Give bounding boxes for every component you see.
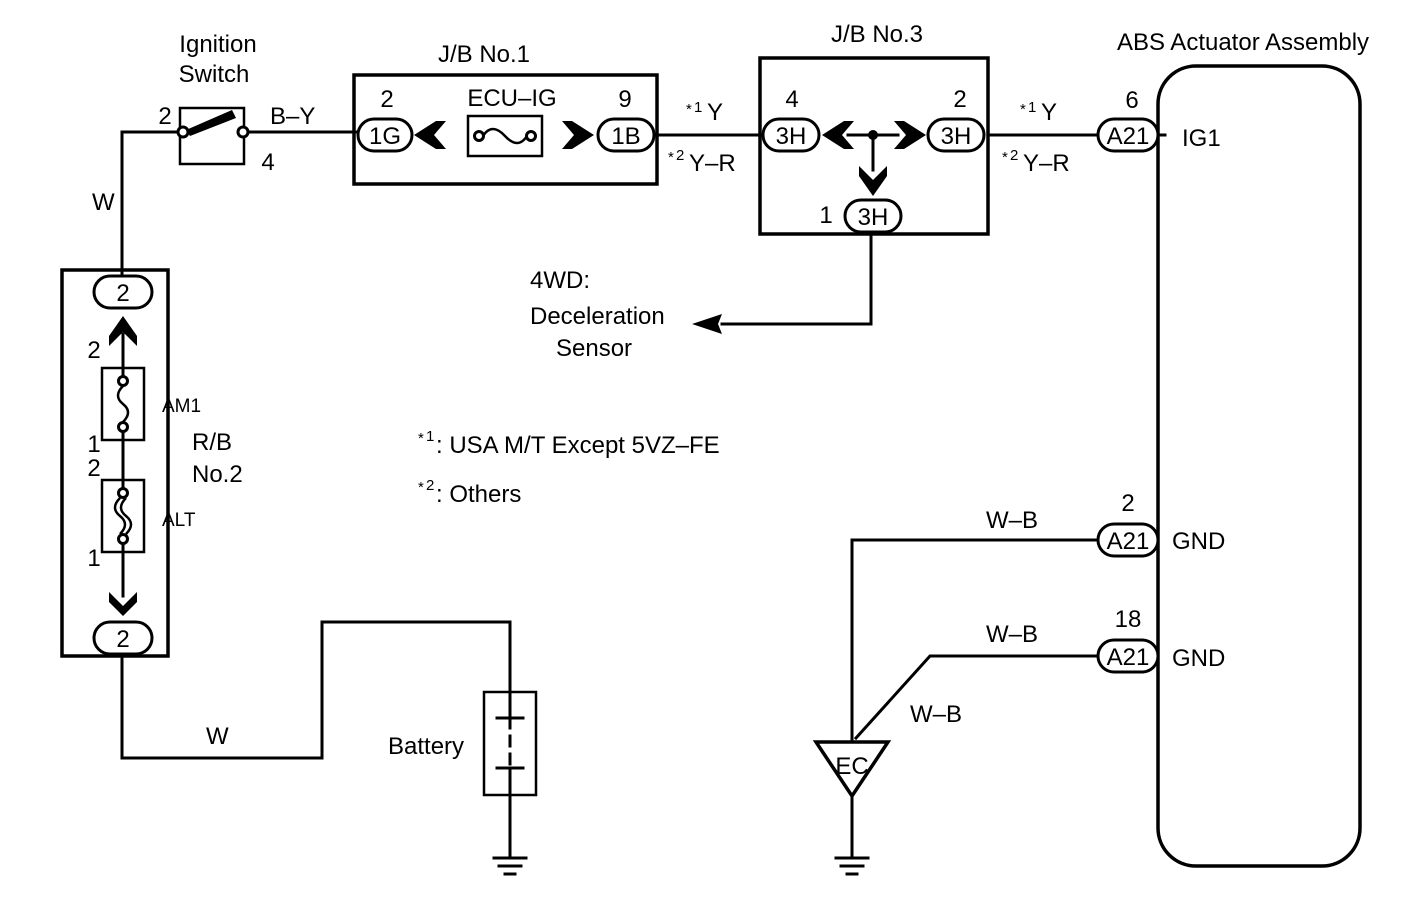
wire-label-y-r: Y–R <box>689 150 736 177</box>
rb2-am1-top-pin: 2 <box>87 337 100 364</box>
wire-label-star-2a: * <box>668 149 674 166</box>
ground-point-label: EC <box>835 753 868 780</box>
wire-label-sup-2b: 2 <box>1010 147 1018 164</box>
jb3-bottom-conn: 3H <box>858 204 889 231</box>
wire-decel-sensor <box>720 232 873 326</box>
jb1-left-conn: 1G <box>369 123 401 150</box>
abs-gnd1-pin: 2 <box>1121 490 1134 517</box>
decel-sensor-line2: Deceleration <box>530 303 665 330</box>
wire-label-y-2: Y <box>1041 99 1057 126</box>
rb2-alt-label: ALT <box>162 510 196 531</box>
jb3-title: J/B No.3 <box>831 21 923 48</box>
ignition-switch-label-1: Ignition <box>179 31 256 58</box>
wire-label-w-upper: W <box>92 189 115 216</box>
wire-w-lower <box>120 620 512 760</box>
wire-label-star-1b: * <box>1020 101 1026 118</box>
rb2-alt-top-pin: 2 <box>87 455 100 482</box>
abs-ig1-conn: A21 <box>1107 123 1150 150</box>
rb2-am1-bottom-pin: 1 <box>87 431 100 458</box>
wire-label-y: Y <box>707 99 723 126</box>
rb2-bottom-conn: 2 <box>116 626 129 653</box>
deceleration-sensor: 4WD: Deceleration Sensor <box>530 267 722 362</box>
jb1-title: J/B No.1 <box>438 41 530 68</box>
jb3-bottom-pin: 1 <box>819 202 832 229</box>
note2-sup: 2 <box>426 477 434 494</box>
wire-label-b-y: B–Y <box>270 103 315 130</box>
abs-ig1-pin: 6 <box>1125 87 1138 114</box>
footnotes: * 1 : USA M/T Except 5VZ–FE * 2 : Others <box>418 428 720 508</box>
jb1-fuse-label: ECU–IG <box>467 85 556 112</box>
wire-label-sup-1a: 1 <box>694 99 702 116</box>
wire-label-star-2b: * <box>1002 149 1008 166</box>
abs-ig1-label: IG1 <box>1182 125 1221 152</box>
note1-text: : USA M/T Except 5VZ–FE <box>436 432 720 459</box>
jb1-right-conn: 1B <box>611 123 640 150</box>
jb3-right-conn: 3H <box>941 123 972 150</box>
rb2-am1-label: AM1 <box>162 396 201 417</box>
ground-symbol-battery <box>492 856 528 876</box>
ignition-switch: Ignition Switch 2 4 <box>158 31 274 176</box>
wire-label-wb-2: W–B <box>986 621 1038 648</box>
abs-gnd2-label: GND <box>1172 645 1225 672</box>
ground-symbol-ec <box>834 856 870 876</box>
jb1-left-pin: 2 <box>380 86 393 113</box>
wire-label-y-r-2: Y–R <box>1023 150 1070 177</box>
ignition-switch-pin-in: 2 <box>158 103 171 130</box>
abs-gnd2-conn: A21 <box>1107 644 1150 671</box>
rb2-label-2: No.2 <box>192 461 243 488</box>
note1-sup: 1 <box>426 428 434 445</box>
note1-star: * <box>418 430 424 447</box>
wire-label-star-1a: * <box>686 101 692 118</box>
abs-gnd1-conn: A21 <box>1107 528 1150 555</box>
abs-title: ABS Actuator Assembly <box>1117 29 1369 56</box>
abs-gnd1-label: GND <box>1172 528 1225 555</box>
jb3-right-pin: 2 <box>953 86 966 113</box>
abs-actuator-assembly: ABS Actuator Assembly A21 6 IG1 A21 2 GN… <box>1096 29 1369 868</box>
junction-block-3: J/B No.3 3H 4 3H 2 3H 1 <box>758 21 990 236</box>
wire-label-wb-3: W–B <box>910 701 962 728</box>
decel-sensor-line1: 4WD: <box>530 267 590 294</box>
relay-block-2: 2 2 AM1 1 2 ALT 1 2 R/B No.2 <box>60 268 243 658</box>
rb2-alt-bottom-pin: 1 <box>87 545 100 572</box>
jb3-left-conn: 3H <box>776 123 807 150</box>
rb2-top-conn: 2 <box>116 280 129 307</box>
ground-point-ec: EC <box>812 740 892 800</box>
rb2-label-1: R/B <box>192 429 232 456</box>
note2-star: * <box>418 479 424 496</box>
battery: Battery <box>388 690 538 797</box>
wire-labels: W W B–Y * 1 Y * 2 Y–R * 1 Y * 2 Y–R W–B … <box>92 99 1070 750</box>
wire-wb-gnd2 <box>853 654 1100 741</box>
wire-w-upper <box>120 130 180 279</box>
ignition-switch-label-2: Switch <box>179 61 250 88</box>
abs-gnd2-pin: 18 <box>1115 606 1142 633</box>
jb1-right-pin: 9 <box>618 86 631 113</box>
wire-label-sup-1b: 1 <box>1028 99 1036 116</box>
note2-text: : Others <box>436 481 521 508</box>
wires <box>120 130 1167 860</box>
ignition-switch-pin-out: 4 <box>261 149 274 176</box>
wire-label-w-lower: W <box>206 723 229 750</box>
jb3-left-pin: 4 <box>785 86 798 113</box>
wire-wb-gnd1 <box>850 538 1100 742</box>
junction-block-1: J/B No.1 1G 2 ECU–IG 1B 9 <box>352 41 659 186</box>
battery-label: Battery <box>388 733 464 760</box>
decel-sensor-line3: Sensor <box>556 335 632 362</box>
wire-label-sup-2a: 2 <box>676 147 684 164</box>
wire-label-wb-1: W–B <box>986 507 1038 534</box>
